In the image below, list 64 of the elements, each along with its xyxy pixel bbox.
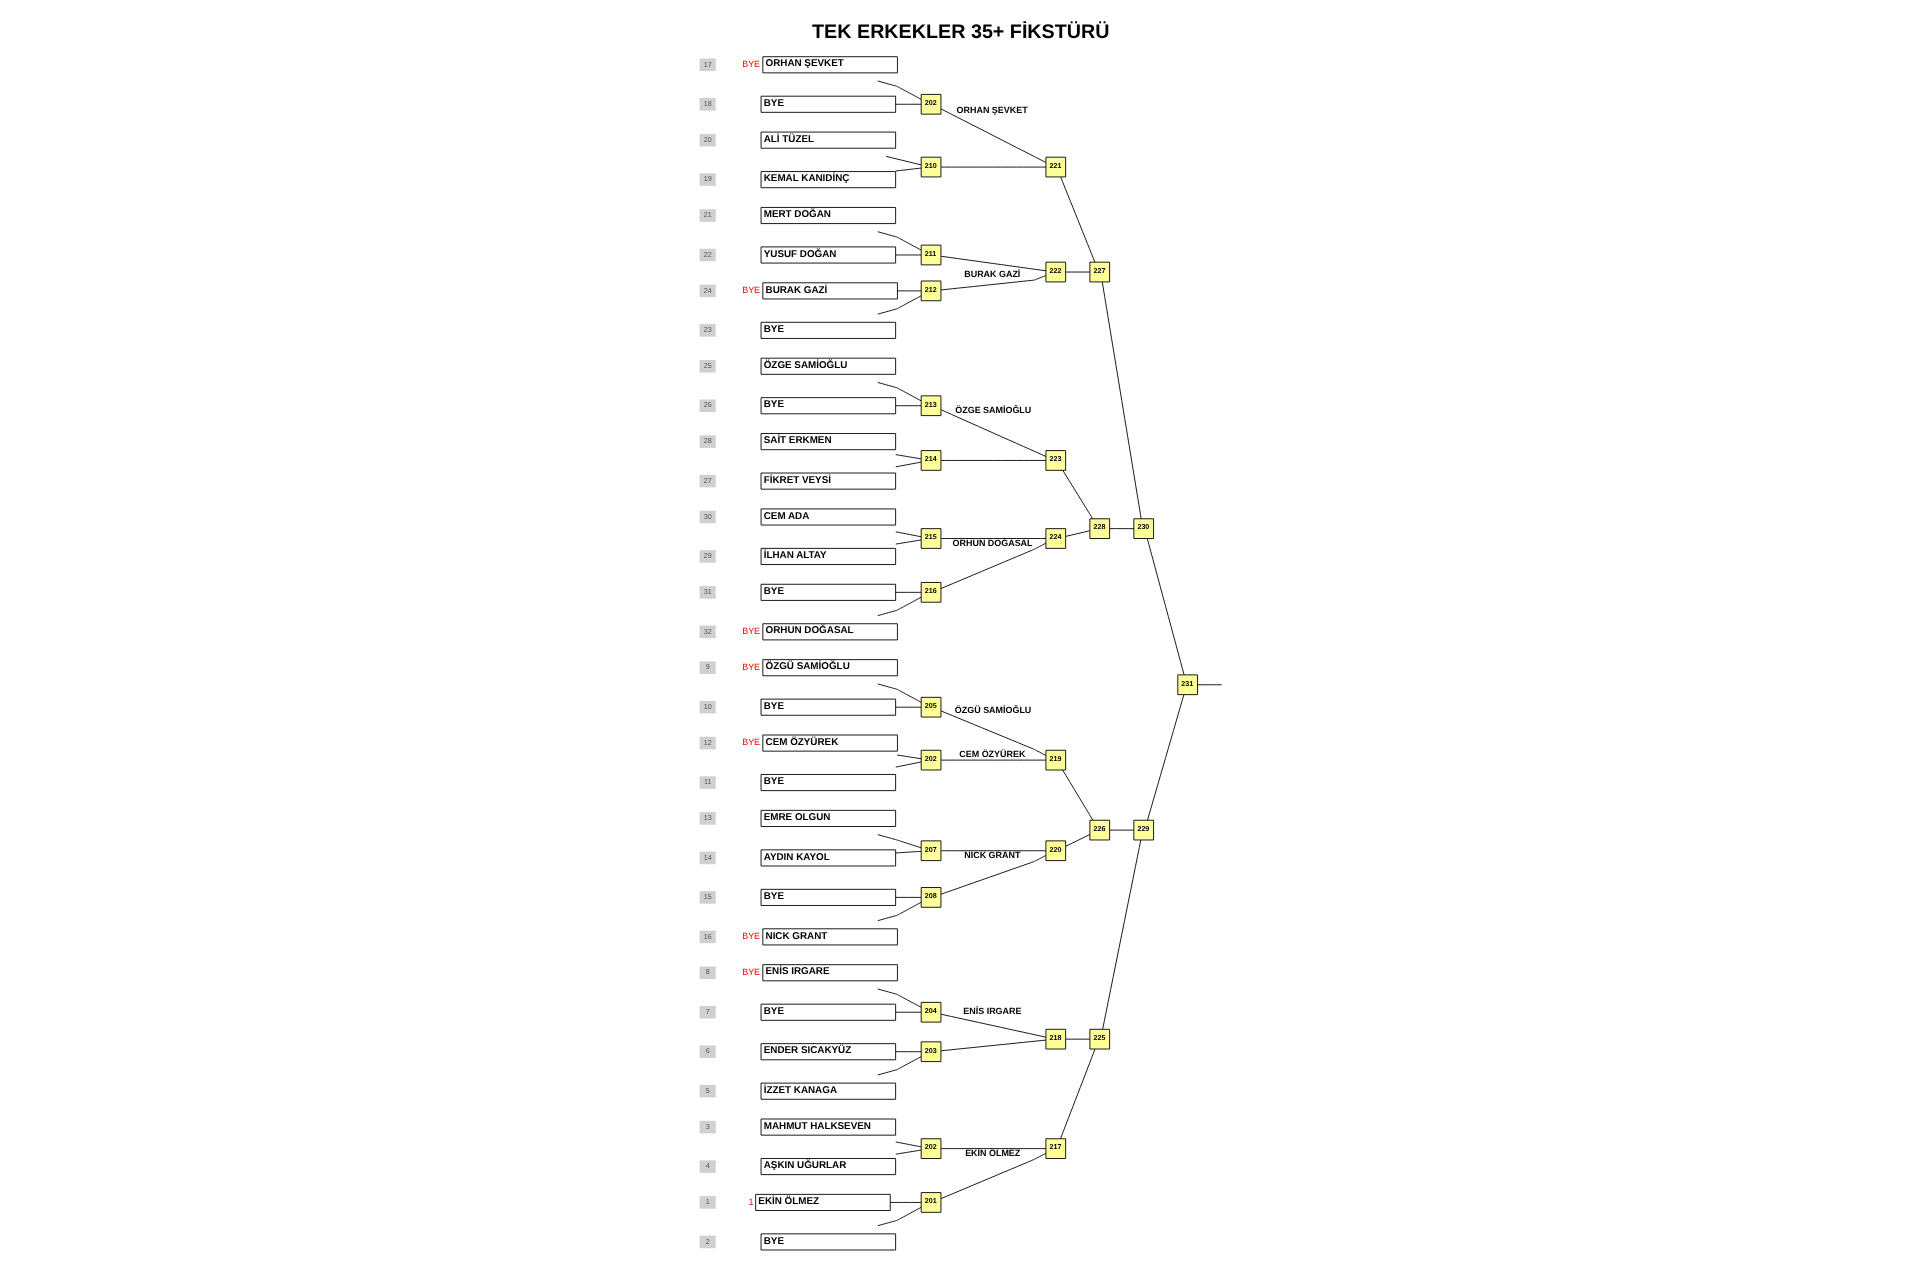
connector — [876, 683, 921, 703]
connector — [876, 596, 921, 617]
connector — [939, 166, 1046, 168]
connector — [894, 896, 921, 898]
connector — [894, 103, 921, 105]
connector — [1146, 694, 1184, 821]
connector — [895, 754, 921, 760]
connector — [876, 80, 921, 100]
connector — [876, 901, 921, 922]
connector — [876, 382, 921, 402]
connector — [876, 988, 921, 1008]
connector — [894, 539, 921, 545]
connector — [876, 1056, 921, 1076]
connector — [894, 405, 921, 407]
connector — [939, 1013, 1046, 1038]
connector — [939, 255, 1046, 272]
connector — [1061, 769, 1093, 821]
connector — [939, 850, 1046, 852]
connector — [1064, 1038, 1090, 1040]
connector — [1064, 271, 1090, 273]
connector — [894, 706, 921, 708]
connector — [895, 290, 921, 292]
connector — [939, 1152, 1046, 1200]
connector — [939, 1039, 1046, 1052]
connector — [1059, 176, 1095, 263]
connector — [876, 834, 921, 849]
connector — [1061, 470, 1093, 520]
connector — [876, 1206, 921, 1227]
connector — [894, 761, 921, 768]
diagram-title: TEK ERKEKLER 35+ FİKSTÜRÜ — [811, 22, 1109, 45]
connector — [939, 759, 1046, 761]
connector — [894, 167, 921, 172]
connector — [894, 254, 921, 256]
connector — [894, 1011, 921, 1013]
connector — [1108, 829, 1134, 831]
connector — [1101, 839, 1141, 1030]
connector — [876, 295, 921, 315]
connector — [939, 275, 1046, 291]
connector — [894, 1051, 921, 1053]
connector — [939, 1148, 1046, 1150]
connector — [894, 461, 921, 468]
connector — [939, 855, 1046, 895]
connector — [939, 409, 1046, 457]
connector — [894, 531, 921, 538]
connector — [1064, 530, 1090, 537]
connector — [889, 1202, 921, 1203]
connector — [939, 542, 1046, 589]
connector — [894, 850, 921, 854]
connector — [1108, 528, 1134, 530]
connector — [1100, 281, 1141, 520]
connector — [894, 1149, 921, 1155]
connector — [1196, 684, 1222, 686]
connector — [894, 1141, 921, 1148]
connector — [1059, 1048, 1095, 1139]
connector — [1064, 834, 1090, 847]
connector — [939, 538, 1046, 539]
connector — [894, 454, 921, 460]
connector — [939, 108, 1046, 163]
connector — [876, 231, 921, 251]
connector — [884, 155, 921, 166]
connector — [939, 460, 1046, 461]
connector — [894, 591, 921, 593]
connector — [1145, 538, 1184, 676]
connector — [939, 710, 1046, 756]
